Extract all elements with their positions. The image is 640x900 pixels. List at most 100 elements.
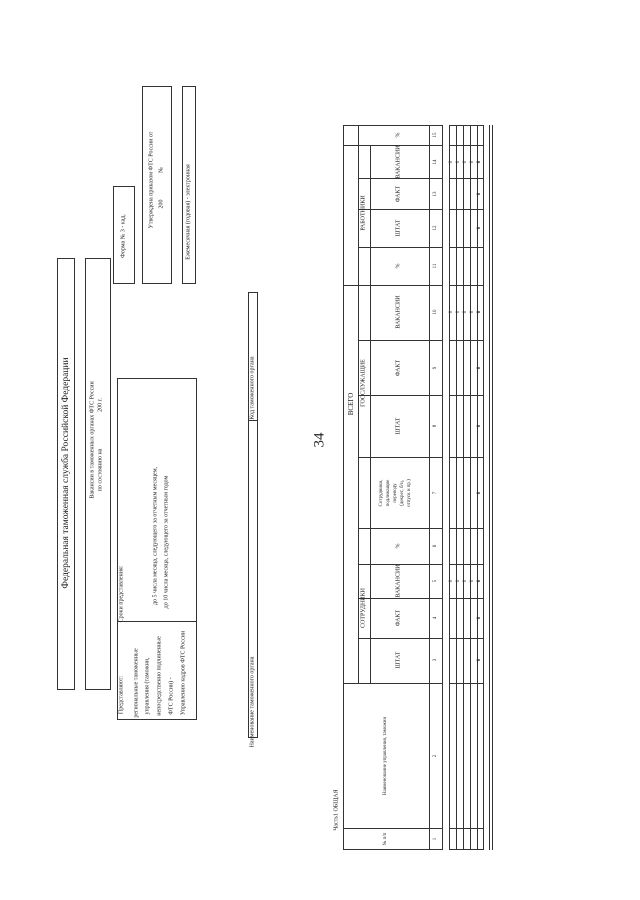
col-name: Наименование управления, таможни: [383, 716, 388, 796]
colno-14: 14: [433, 159, 438, 165]
org-code-divider: [248, 420, 258, 421]
data-col-line: [449, 285, 484, 286]
col-vac-5: ВАКАНСИИ: [395, 564, 402, 598]
colno-2: 2: [433, 754, 438, 758]
deadlines-line1: до 5 числа месяца, следующего за отчетны…: [152, 467, 159, 605]
submitters-line2: управления (таможни,: [144, 657, 151, 715]
colno-15: 15: [433, 132, 438, 138]
org-name-label: Наименование таможенного органа: [249, 656, 256, 748]
deadlines-title: Сроки представления:: [118, 565, 125, 623]
col-vac-14: ВАКАНСИИ: [395, 145, 402, 179]
total-line: [492, 125, 493, 850]
cell-zero: 0: [463, 160, 468, 164]
data-col-line: [449, 457, 484, 458]
page-number: 34: [311, 432, 328, 448]
col-line: [358, 598, 443, 599]
agency-title: Федеральная таможенная служба Российской…: [61, 357, 71, 589]
report-title-line1: Вакансии в таможенных органах ФТС России: [89, 381, 96, 499]
cell-zero: 0: [456, 579, 461, 583]
colno-12: 12: [433, 225, 438, 231]
data-rows: [449, 125, 484, 850]
data-col-line: [449, 683, 484, 684]
data-col-line: [449, 178, 484, 179]
cell-zero: 0: [449, 579, 454, 583]
col-transfer-l1: Сотрудники,: [379, 479, 384, 507]
col-plan-3: ШТАТ: [395, 651, 402, 669]
report-title-box: [85, 258, 111, 690]
col-line: [358, 395, 443, 396]
colno-10: 10: [433, 309, 438, 315]
report-title-line2: по состоянию на: [97, 448, 104, 492]
total-zero: 0: [477, 192, 482, 196]
cell-zero: 0: [463, 579, 468, 583]
total-zero: 0: [477, 160, 482, 164]
col-pct-11: %: [395, 263, 402, 269]
total-zero: 0: [477, 491, 482, 495]
data-col-line: [449, 828, 484, 829]
col-line: [358, 564, 443, 565]
cell-zero: 0: [463, 310, 468, 314]
cell-zero: 0: [470, 579, 475, 583]
approved-box: [142, 86, 172, 284]
col-line: [343, 285, 443, 286]
colno-4: 4: [433, 616, 438, 620]
approved-line2-no: №: [158, 167, 165, 173]
total-zero: 0: [477, 310, 482, 314]
form-number: Форма № 3 - кад.: [120, 214, 127, 258]
colno-6: 6: [433, 544, 438, 548]
data-col-line: [449, 340, 484, 341]
col-line: [358, 209, 443, 210]
data-row-line: [477, 125, 478, 850]
colno-5: 5: [433, 579, 438, 583]
report-year: 200 г.: [97, 398, 104, 412]
data-col-line: [449, 638, 484, 639]
col-num: № п/п: [383, 832, 388, 846]
total-zero: 0: [477, 366, 482, 370]
numbers-row-line: [429, 125, 430, 850]
col-line: [358, 178, 443, 179]
main-table: [343, 125, 443, 850]
data-row-line: [463, 125, 464, 850]
colno-3: 3: [433, 658, 438, 662]
tier-line: [370, 145, 371, 683]
col-line: [343, 145, 443, 146]
col-transfer-l2: подлежащие: [386, 479, 391, 507]
group-civil: ГОССЛУЖАЩИЕ: [360, 359, 367, 407]
total-zero: 0: [477, 226, 482, 230]
cell-zero: 0: [449, 310, 454, 314]
total-zero: 0: [477, 616, 482, 620]
col-line: [343, 828, 443, 829]
col-transfer-l5: отпуск и пр.): [407, 479, 412, 507]
group-staff: СОТРУДНИКИ: [360, 588, 367, 628]
colno-7: 7: [433, 491, 438, 495]
total-line: [489, 125, 490, 850]
part-label: Часть1 ОБЩАЯ: [333, 789, 340, 831]
group-total: ВСЕГО: [347, 392, 355, 416]
col-fact-13: ФАКТ: [395, 185, 402, 203]
submitters-divider: [117, 621, 197, 622]
submitters-line1: региональные таможенные: [133, 648, 140, 718]
col-plan-8: ШТАТ: [395, 417, 402, 435]
colno-13: 13: [433, 191, 438, 197]
approved-line2-year: 200: [158, 199, 165, 209]
submitters-line3: непосредственно подчиненные: [156, 636, 163, 716]
data-col-line: [449, 564, 484, 565]
colno-9: 9: [433, 366, 438, 370]
data-col-line: [449, 528, 484, 529]
cell-zero: 0: [470, 160, 475, 164]
frequency: Ежемесячная (годовая) - электронная: [185, 164, 192, 260]
cell-zero: 0: [456, 160, 461, 164]
data-row-line: [456, 125, 457, 850]
colno-1: 1: [433, 837, 438, 841]
col-plan-12: ШТАТ: [395, 219, 402, 237]
total-zero: 0: [477, 579, 482, 583]
col-line: [358, 340, 443, 341]
submitters-title: Представляют:: [118, 675, 125, 715]
data-row-line: [470, 125, 471, 850]
col-fact-4: ФАКТ: [395, 609, 402, 627]
colno-8: 8: [433, 424, 438, 428]
data-col-line: [449, 247, 484, 248]
col-line: [358, 528, 443, 529]
colno-11: 11: [433, 263, 438, 269]
col-fact-9: ФАКТ: [395, 359, 402, 377]
